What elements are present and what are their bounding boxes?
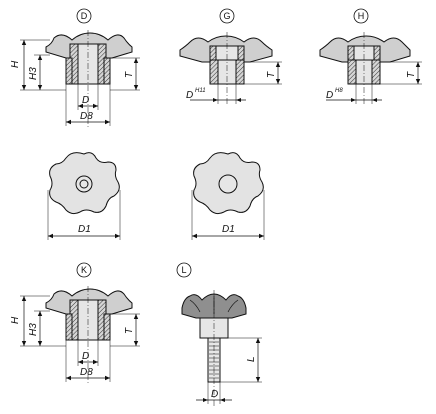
variant-g-badge-circle [219, 8, 235, 24]
top-view-left-bore-inner [79, 179, 89, 189]
top-view-right-bore [218, 174, 238, 194]
variant-h-t-label: T [406, 71, 417, 78]
variant-k-badge-circle [76, 262, 92, 278]
variant-k-badge: K [81, 265, 87, 275]
variant-h-shank-left [347, 59, 357, 85]
variant-h-d-label: D [326, 90, 333, 101]
variant-k-d8-label: D8 [80, 367, 93, 378]
variant-k-shank-left [65, 313, 73, 341]
top-view-right-d1-label: D1 [222, 224, 235, 235]
variant-d-badge-circle [76, 8, 92, 24]
variant-k-h-label: H [10, 316, 21, 324]
variant-g-d-label: D [186, 90, 193, 101]
variant-d-h-label: H [10, 60, 21, 68]
top-view-right: D1 [191, 152, 265, 240]
top-view-left-d1-label: D1 [78, 224, 91, 235]
variant-d-d-label: D [82, 95, 89, 106]
variant-k-shank-right [103, 313, 111, 341]
top-view-left: D1 [47, 152, 121, 240]
variant-l-badge-circle [176, 262, 192, 278]
variant-g-t-label: T [266, 71, 277, 78]
variant-g: G T D H11 [179, 8, 282, 106]
variant-h-badge-circle [353, 8, 369, 24]
variant-h: H T D H8 [319, 8, 422, 106]
variant-l-l-label: L [246, 356, 257, 362]
variant-k: K H H3 T D D8 [10, 262, 140, 384]
variant-h-d-tolerance: H8 [335, 88, 343, 94]
variant-k-d-label: D [82, 351, 89, 362]
variant-g-shank-right [235, 59, 245, 85]
variant-d-shank-right [103, 57, 111, 85]
variant-d-shank-left [65, 57, 73, 85]
variant-k-t-label: T [124, 327, 135, 334]
variant-h-shank-right [371, 59, 381, 85]
variant-d-badge: D [81, 11, 88, 21]
variant-k-h3-label: H3 [28, 323, 39, 336]
variant-d: D H H3 T D D8 [10, 8, 140, 128]
variant-l-badge: L [181, 265, 186, 275]
variant-d-d8-label: D8 [80, 111, 93, 122]
variant-g-d-tolerance: H11 [195, 88, 206, 94]
variant-d-h3-label: H3 [28, 67, 39, 80]
variant-h-badge: H [358, 11, 365, 21]
variant-l: L L D [176, 262, 262, 406]
variant-g-badge: G [223, 11, 230, 21]
variant-d-t-label: T [124, 71, 135, 78]
variant-g-shank-left [209, 59, 219, 85]
variant-l-d-label: D [211, 389, 218, 400]
